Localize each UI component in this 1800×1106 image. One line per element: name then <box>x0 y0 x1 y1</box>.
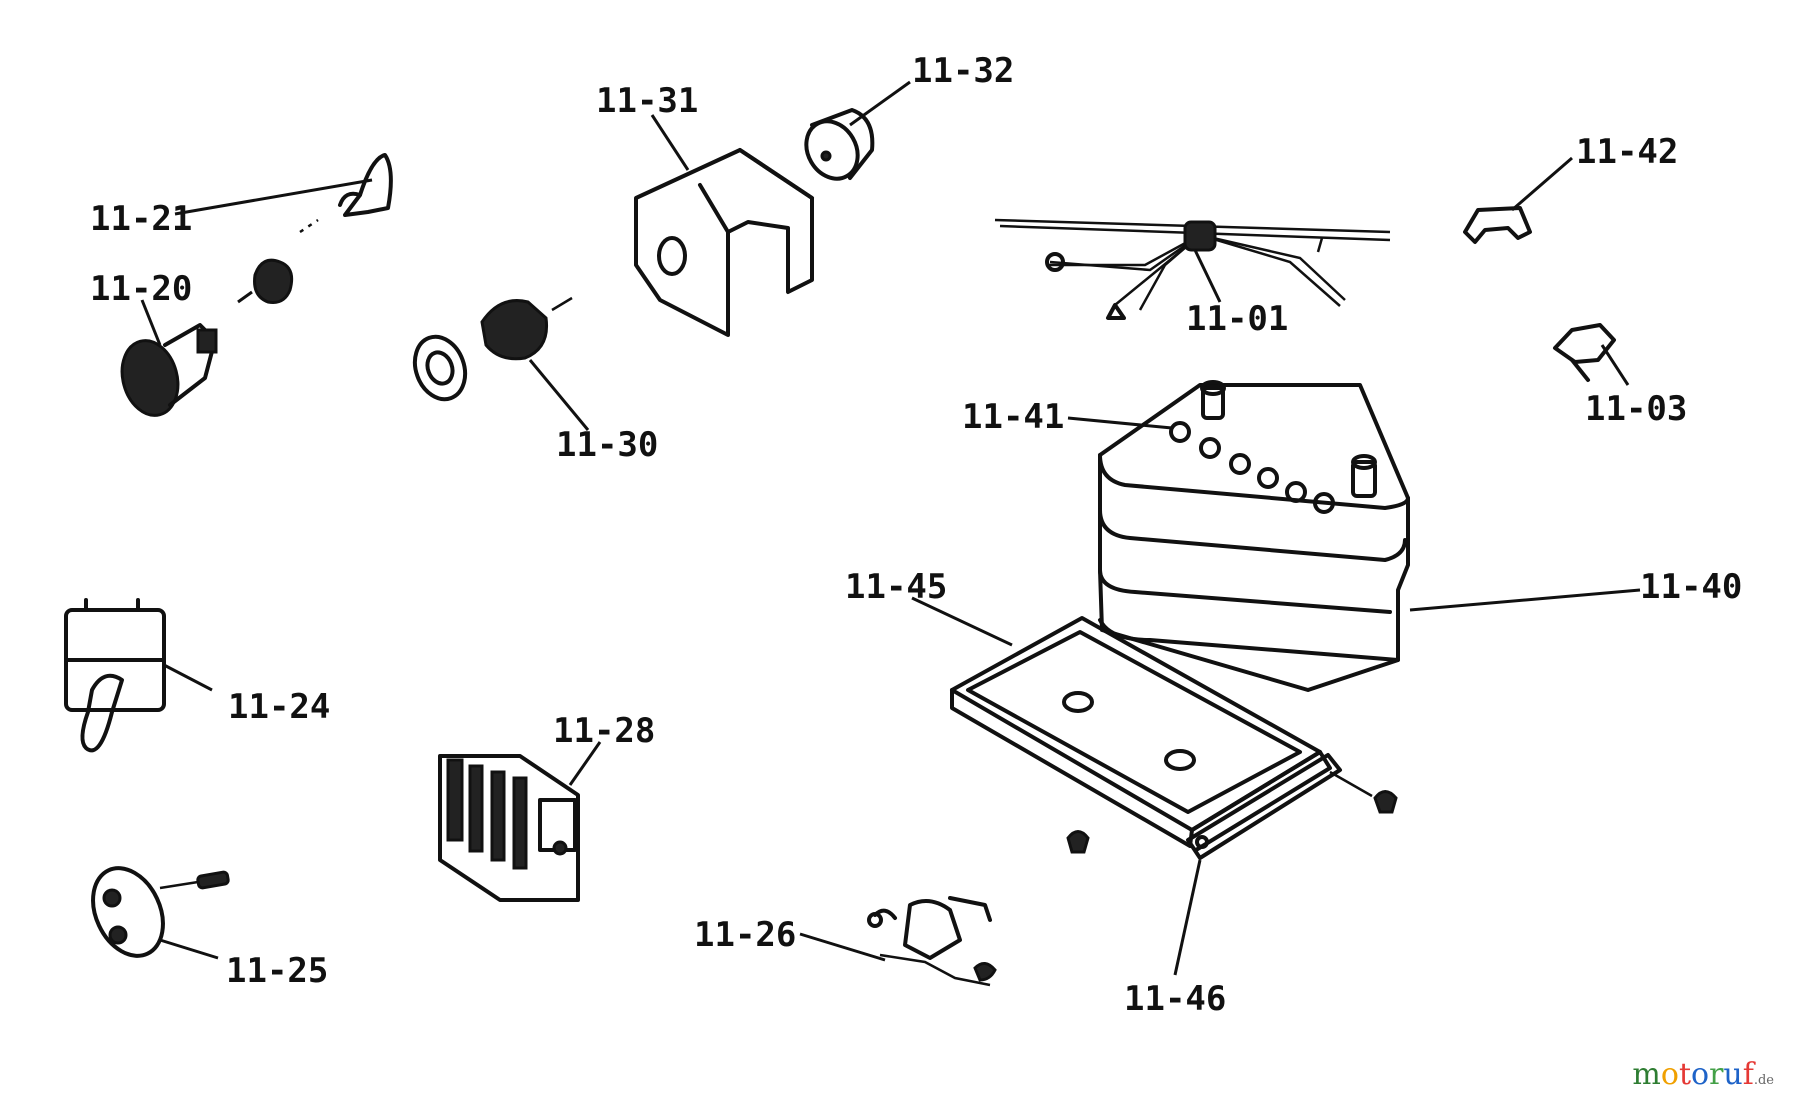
key-part <box>174 153 393 234</box>
spacer-part <box>804 80 911 181</box>
wm-tld: .de <box>1753 1073 1774 1088</box>
wire-harness-part <box>994 218 1391 320</box>
lock-nut-part <box>412 296 590 431</box>
wm-f: f <box>1742 1057 1754 1092</box>
label-11-30: 11-30 <box>556 425 658 465</box>
label-11-26: 11-26 <box>694 915 796 955</box>
label-11-32: 11-32 <box>912 51 1014 91</box>
label-11-03: 11-03 <box>1585 389 1687 429</box>
label-11-31: 11-31 <box>596 81 698 121</box>
wm-m: m <box>1632 1057 1661 1092</box>
battery-tray-part <box>911 596 1332 852</box>
nut-part <box>237 258 294 304</box>
regulator-part <box>438 741 602 902</box>
label-11-20: 11-20 <box>90 269 192 309</box>
label-11-01: 11-01 <box>1186 299 1288 339</box>
terminal-cap-part <box>1463 156 1573 244</box>
label-11-41: 11-41 <box>962 397 1064 437</box>
label-11-21: 11-21 <box>90 199 192 239</box>
battery-clamp-part <box>1553 323 1630 386</box>
tray-rail-part <box>1173 753 1342 976</box>
battery-part <box>1067 380 1641 692</box>
label-11-45: 11-45 <box>845 567 947 607</box>
wm-o2: o <box>1691 1057 1710 1092</box>
label-11-40: 11-40 <box>1640 567 1742 607</box>
toggle-switch-part <box>64 598 213 753</box>
bracket-part <box>634 114 814 337</box>
ignition-switch-part <box>120 299 218 417</box>
watermark-logo: motoruf.de <box>1632 1057 1774 1092</box>
tray-bolt-part <box>1066 770 1398 854</box>
label-11-25: 11-25 <box>226 951 328 991</box>
wm-r: r <box>1709 1057 1724 1092</box>
label-11-28: 11-28 <box>553 711 655 751</box>
wm-o1: o <box>1660 1057 1679 1092</box>
label-11-42: 11-42 <box>1576 132 1678 172</box>
connector-part <box>799 896 997 987</box>
lamp-socket-part <box>91 866 230 960</box>
wm-u: u <box>1723 1057 1743 1092</box>
wm-t: t <box>1678 1057 1691 1092</box>
label-11-46: 11-46 <box>1124 979 1226 1019</box>
label-11-24: 11-24 <box>228 687 330 727</box>
